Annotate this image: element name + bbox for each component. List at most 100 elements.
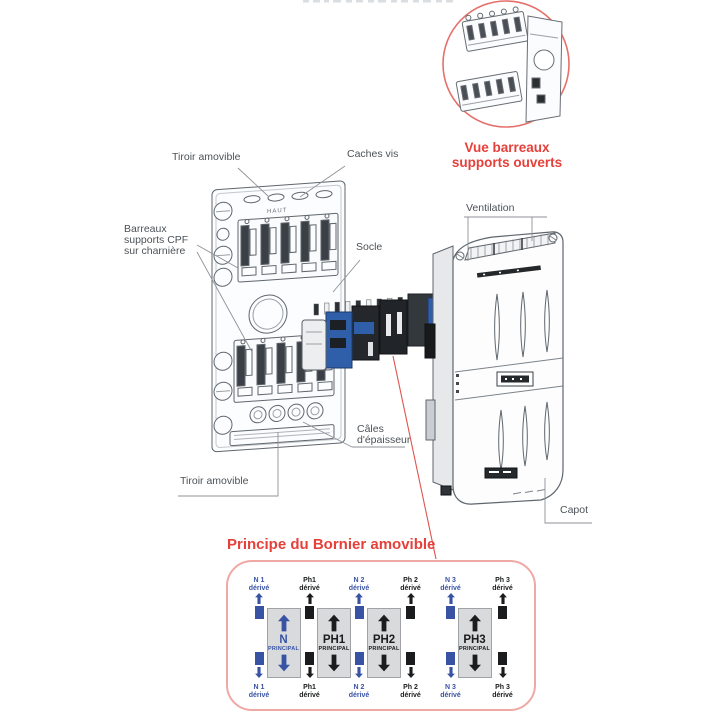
inset-circle-open-supports	[442, 0, 570, 128]
bottom-label	[484, 467, 518, 479]
bottom-terminals	[249, 402, 324, 424]
brand-label	[496, 371, 534, 387]
callout-capot: Capot	[560, 504, 589, 516]
inset-upper-barreau	[461, 6, 529, 52]
flow-arrow-down	[355, 667, 363, 678]
central-knockout	[248, 294, 288, 334]
callout-socle: Socle	[356, 241, 383, 253]
inset-caption-line2: supports ouverts	[451, 155, 563, 170]
right-unit-capot-drawing	[424, 231, 564, 505]
flow-arrow-up	[406, 593, 415, 604]
derived-terminal	[446, 652, 455, 665]
flow-arrow-down	[446, 667, 455, 678]
inset-caption-line1: Vue barreaux	[464, 140, 550, 155]
derived-terminal	[406, 652, 415, 665]
flow-arrow-down	[378, 654, 390, 672]
flow-arrow-up	[328, 614, 340, 632]
callout-tiroir-amovible-top: Tiroir amovible	[172, 151, 241, 163]
flow-arrow-down	[277, 654, 290, 672]
inset-lower-barreau	[455, 71, 523, 112]
derived-terminal	[254, 652, 264, 665]
flow-arrow-down	[406, 667, 415, 678]
flow-arrow-down	[255, 667, 263, 678]
red-leader-line	[392, 355, 437, 560]
knockout-circles	[213, 201, 233, 435]
bus-subtitle: PRINCIPAL	[458, 646, 491, 652]
callout-barreaux-line1: Barreaux	[124, 223, 167, 235]
top-cutoff-text	[303, 0, 453, 3]
callout-barreaux-supports: Barreaux supports CPF sur charnière	[124, 224, 188, 257]
derived-terminal	[354, 606, 364, 619]
derived-terminal	[305, 652, 314, 665]
derived-terminal	[498, 652, 507, 665]
flow-arrow-down	[305, 667, 314, 678]
callout-barreaux-line3: sur charnière	[124, 245, 186, 257]
callout-ventilation: Ventilation	[466, 202, 515, 214]
back-panel	[432, 245, 454, 491]
flow-arrow-down	[468, 654, 481, 672]
flow-arrow-up	[305, 593, 314, 604]
callout-cales-line2: d'épaisseur	[357, 434, 411, 446]
left-unit-socle-drawing: HAUT	[211, 180, 346, 453]
bus-subtitle: PRINCIPAL	[368, 646, 400, 652]
bus-name: N	[279, 634, 288, 646]
bus-name: PH1	[322, 634, 346, 646]
flow-arrow-down	[328, 654, 340, 672]
derived-terminal	[498, 606, 507, 619]
callout-leader-lines	[178, 165, 592, 524]
bus-name: PH2	[372, 634, 396, 646]
callout-caches-vis: Caches vis	[347, 148, 399, 160]
flow-arrow-up	[255, 593, 263, 604]
inset-socle-fragment	[525, 15, 563, 123]
bornier-assembly-drawing	[301, 293, 444, 371]
flow-arrow-up	[468, 614, 481, 632]
flow-arrow-up	[446, 593, 455, 604]
lower-slots	[498, 401, 550, 471]
bus-name: PH3	[463, 634, 486, 646]
molded-haut-text: HAUT	[267, 208, 287, 215]
flow-arrow-up	[378, 614, 390, 632]
top-oval-slots	[243, 190, 333, 204]
upper-barreau-support	[237, 212, 339, 283]
flow-arrow-up	[498, 593, 507, 604]
callout-tiroir-amovible-bottom: Tiroir amovible	[180, 475, 249, 487]
flow-arrow-up	[277, 614, 290, 632]
derived-terminal	[406, 606, 415, 619]
callout-cales-epaisseur: Câles d'épaisseur	[357, 424, 410, 446]
callout-barreaux-line2: supports CPF	[124, 234, 189, 246]
derived-terminal	[446, 606, 455, 619]
derived-terminal	[305, 606, 314, 619]
printed-text-strip	[476, 265, 541, 278]
bornier-title: Principe du Bornier amovible	[227, 536, 436, 553]
upper-slots	[494, 289, 550, 361]
derived-terminal	[254, 606, 264, 619]
inset-caption: Vue barreaux supports ouverts	[417, 140, 597, 170]
